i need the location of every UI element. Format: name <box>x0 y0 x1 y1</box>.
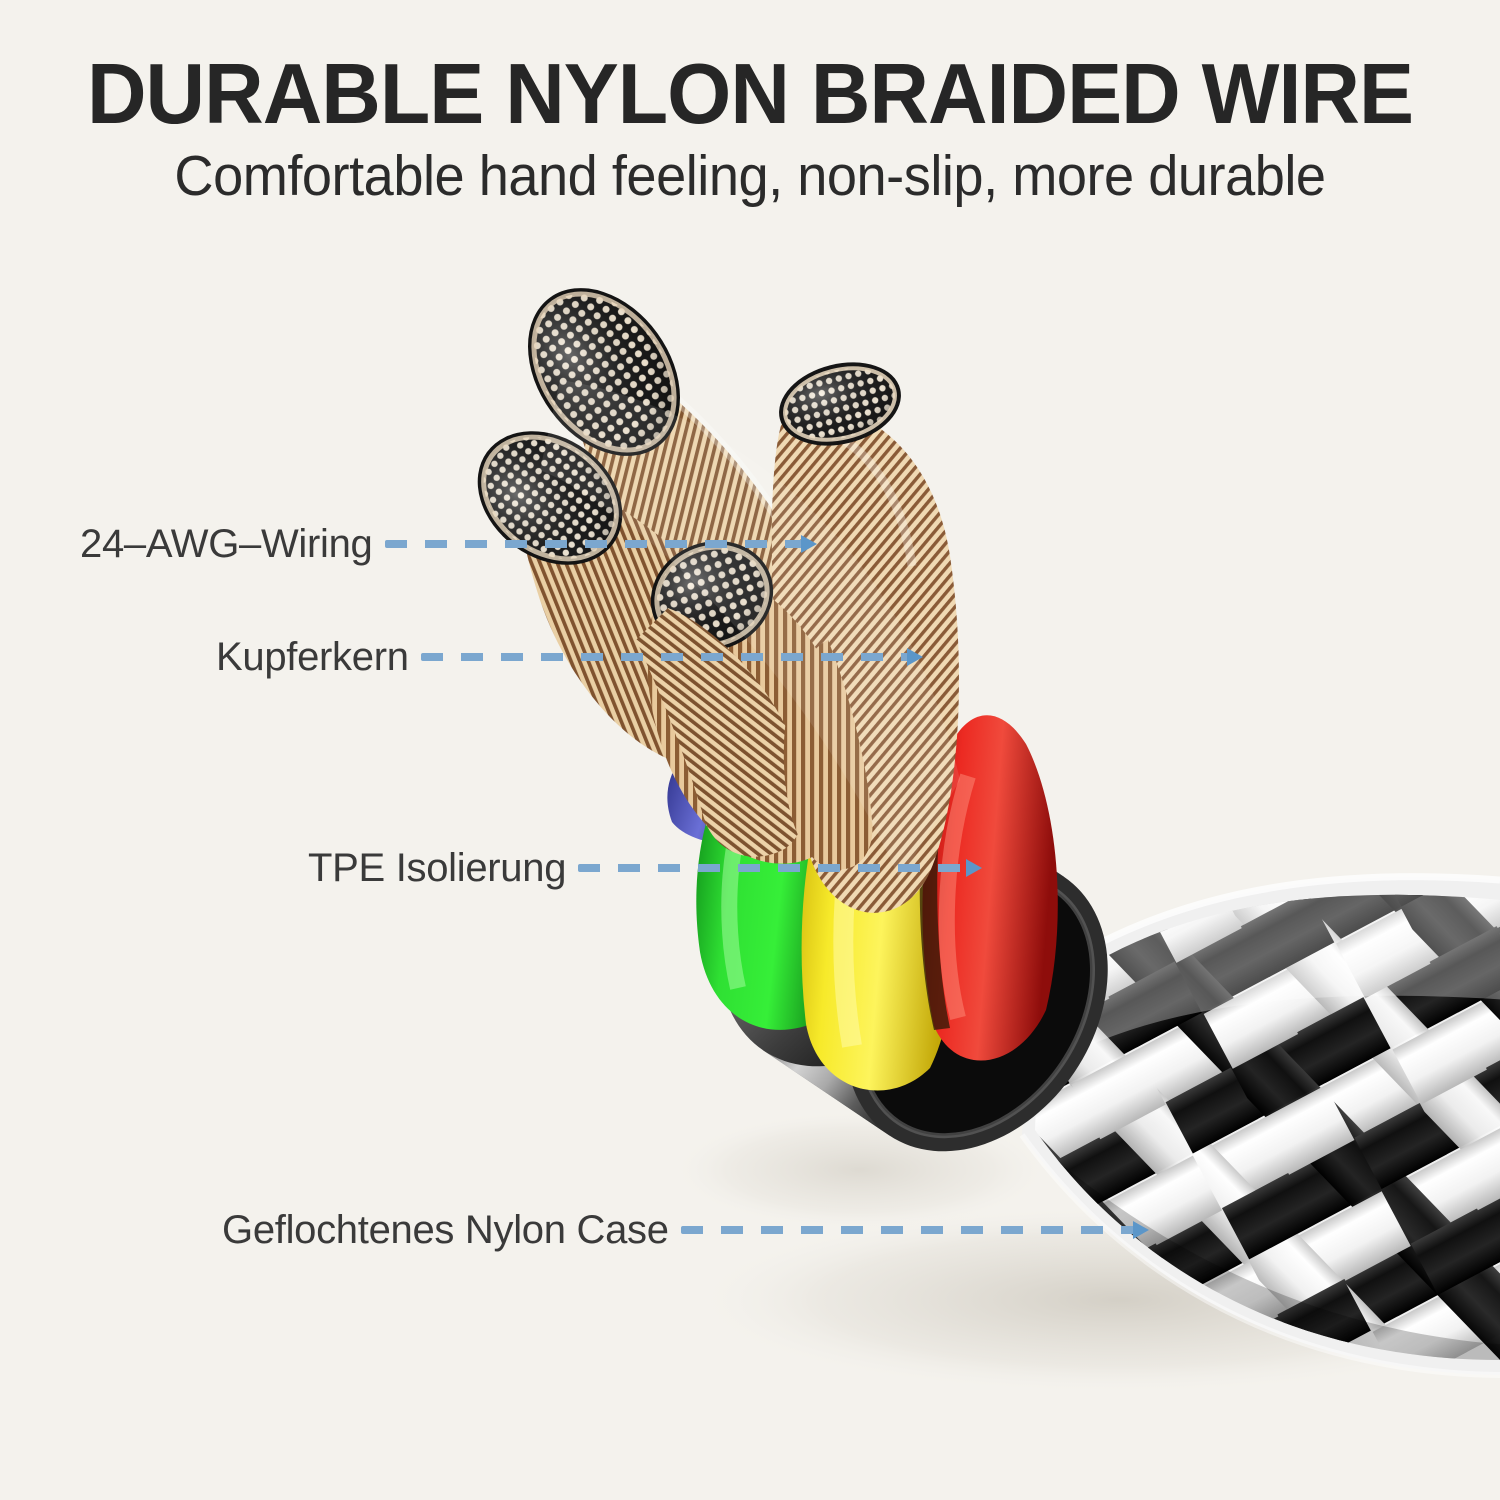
page-subtitle: Comfortable hand feeling, non-slip, more… <box>174 144 1326 208</box>
callout-label-kupferkern: Kupferkern <box>216 634 409 679</box>
copper-strand-right-tall <box>771 362 959 913</box>
copper-strand-left <box>477 431 771 768</box>
callout-awg-wiring: 24–AWG–Wiring <box>80 522 805 566</box>
tpe-insulation-cores <box>667 710 1058 1091</box>
core-yellow <box>801 710 959 1091</box>
copper-strand-upper-left <box>528 288 842 765</box>
callout-kupferkern: Kupferkern <box>216 635 911 679</box>
callout-label-awg: 24–AWG–Wiring <box>80 521 373 566</box>
leader-line-kupferkern <box>420 653 911 661</box>
leader-line-nylon <box>680 1226 1137 1234</box>
copper-wire-strands <box>477 288 960 913</box>
nylon-braid-sleeve <box>1019 873 1500 1378</box>
core-blue <box>667 742 777 844</box>
callout-nylon-case: Geflochtenes Nylon Case <box>222 1208 1137 1252</box>
metal-ferrule <box>719 775 1108 1152</box>
callout-label-tpe: TPE Isolierung <box>308 845 567 890</box>
copper-strand-middle <box>647 541 855 864</box>
callout-tpe-isolierung: TPE Isolierung <box>308 845 971 890</box>
leader-line-tpe <box>578 864 971 872</box>
callout-label-nylon: Geflochtenes Nylon Case <box>222 1207 669 1252</box>
page-title: DURABLE NYLON BRAIDED WIRE <box>86 47 1414 142</box>
leader-line-awg <box>384 540 805 548</box>
